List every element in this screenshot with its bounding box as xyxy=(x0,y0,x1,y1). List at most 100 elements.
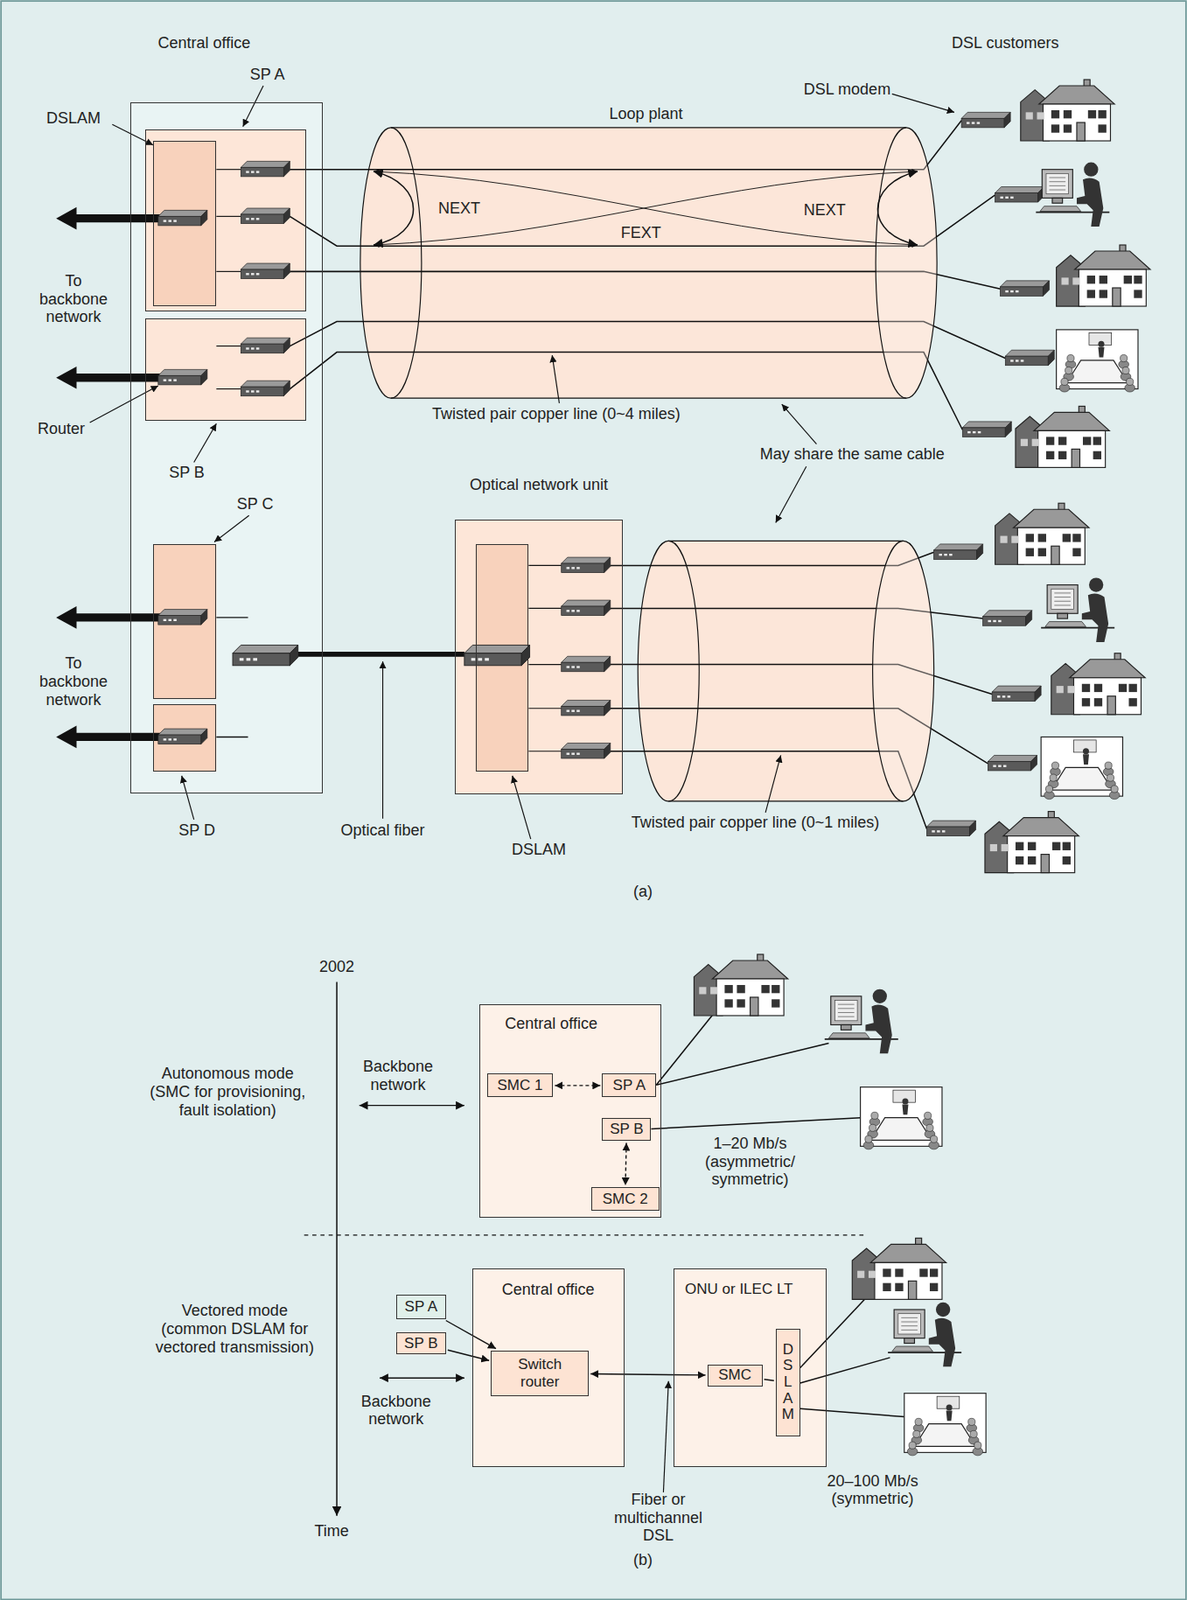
screen-line xyxy=(900,1317,918,1319)
screen xyxy=(834,999,858,1020)
leader-arrow xyxy=(194,423,217,462)
meeting-frame xyxy=(904,1393,986,1453)
house-window xyxy=(882,1283,891,1292)
modem-front xyxy=(962,427,1006,438)
equipment-box: SMC 1SP ASP BSMC 2Central office xyxy=(479,1004,662,1218)
modem-side xyxy=(1042,280,1049,297)
box-label: SP B xyxy=(404,1334,438,1353)
house-window xyxy=(1082,684,1090,692)
modem-light xyxy=(168,738,173,741)
modem-light xyxy=(251,390,255,392)
house-window xyxy=(1063,124,1072,133)
presenter xyxy=(1097,341,1104,348)
modem-top xyxy=(561,600,611,607)
modem-side xyxy=(1004,111,1011,128)
annotation-label: 1–20 Mb/s (asymmetric/ symmetric) xyxy=(701,1134,799,1189)
box-fill xyxy=(396,1332,447,1355)
house-window xyxy=(990,844,998,852)
attendee-head xyxy=(1110,785,1118,793)
house-roof xyxy=(1013,509,1090,528)
modem-light xyxy=(977,431,982,433)
modem-light xyxy=(987,620,992,622)
modem-side xyxy=(977,544,984,560)
box-fill xyxy=(591,1187,660,1211)
house-window xyxy=(1038,548,1047,557)
house-window xyxy=(857,1270,865,1278)
modem-light xyxy=(173,378,177,381)
keyboard xyxy=(892,1346,934,1352)
equipment-box: SP B xyxy=(145,318,307,421)
box-heading: Central office xyxy=(157,34,251,53)
modem-side xyxy=(604,656,611,672)
modem-light xyxy=(571,753,575,755)
house-wall xyxy=(1017,527,1085,565)
screen-line xyxy=(1054,604,1071,606)
computer-user-icon xyxy=(1040,577,1115,643)
leader-arrow xyxy=(214,515,250,542)
box-fill xyxy=(601,1117,651,1142)
modem-front xyxy=(561,748,605,759)
modem-light xyxy=(163,619,168,622)
annotation-label: 20–100 Mb/s (symmetric) xyxy=(821,1472,924,1509)
leader-arrow xyxy=(892,93,955,112)
fext-line xyxy=(373,171,918,245)
modem-side xyxy=(1026,610,1033,627)
box-fill xyxy=(153,704,217,772)
modem-light xyxy=(1005,196,1009,199)
house-window xyxy=(1093,451,1102,460)
modem-front xyxy=(561,705,605,716)
modem-top xyxy=(961,111,1011,119)
box-fill xyxy=(130,102,322,794)
modem-light xyxy=(245,390,250,392)
modem-light xyxy=(251,170,255,173)
house-window xyxy=(1051,124,1060,133)
modem-icon xyxy=(962,421,1012,438)
modem-icon xyxy=(987,754,1037,771)
modem-side xyxy=(1005,421,1012,438)
house-door xyxy=(1040,854,1049,873)
modem-light xyxy=(471,657,476,661)
house-window xyxy=(710,986,718,994)
monitor-stand xyxy=(904,1338,915,1344)
user-head xyxy=(872,989,887,1004)
house-wall xyxy=(716,978,784,1016)
connector xyxy=(447,1349,489,1361)
house-window xyxy=(868,1270,876,1278)
house-wall xyxy=(1007,836,1076,873)
cable-end xyxy=(872,540,935,802)
leader-arrow xyxy=(782,404,817,445)
twisted-pair-wire xyxy=(610,664,992,695)
modem-light xyxy=(252,657,258,661)
modem-light xyxy=(998,765,1002,768)
modem-light xyxy=(256,272,260,275)
box-fill xyxy=(490,1350,589,1397)
equipment-box: SMCDSLAMONU or ILEC LT xyxy=(673,1268,827,1467)
modem-top xyxy=(934,544,984,551)
connector xyxy=(446,1320,496,1349)
house-window xyxy=(1051,110,1060,119)
house-window xyxy=(724,984,733,993)
house-window xyxy=(1015,856,1024,865)
modem-front xyxy=(995,193,1039,203)
presenter xyxy=(1082,747,1090,755)
leader-arrow xyxy=(765,754,782,812)
user-body xyxy=(928,1318,956,1368)
house-window xyxy=(1026,533,1034,542)
house-window xyxy=(1001,844,1009,852)
modem-icon xyxy=(158,369,208,385)
cable-edge xyxy=(668,540,903,542)
computer-user-icon xyxy=(824,989,899,1055)
modem-top xyxy=(999,280,1049,287)
box-fill xyxy=(487,1073,554,1097)
process-box: SMC 2 xyxy=(591,1187,660,1211)
cable-end xyxy=(637,540,699,802)
screen xyxy=(1051,588,1075,609)
modem-light xyxy=(576,609,580,612)
house-window xyxy=(1118,684,1127,692)
house-window xyxy=(1099,289,1108,298)
modem-side xyxy=(1047,349,1055,366)
house-window xyxy=(1133,289,1142,298)
modem-light xyxy=(992,765,997,768)
